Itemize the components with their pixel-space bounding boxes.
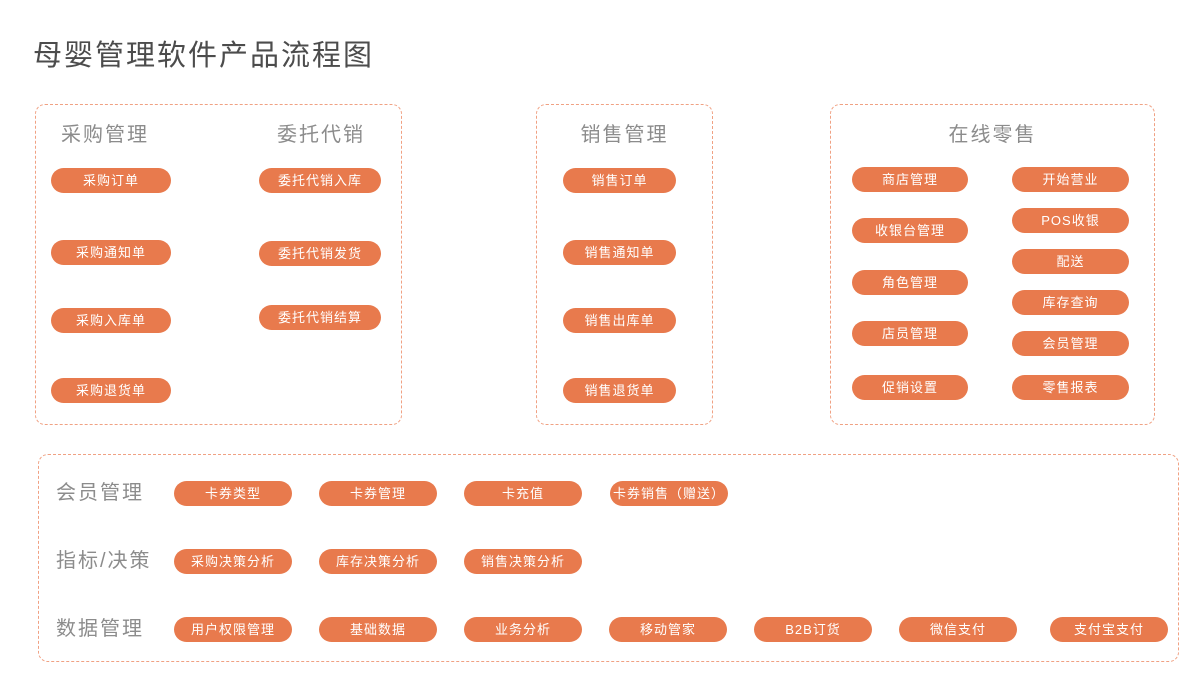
sales-order-node: 销售订单: [563, 168, 676, 193]
inventory-query-node: 库存查询: [1012, 290, 1129, 315]
member-row-label: 会员管理: [56, 482, 144, 504]
card-type-node: 卡券类型: [174, 481, 292, 506]
card-sales-gift-node: 卡券销售（赠送）: [610, 481, 728, 506]
wechat-pay-node: 微信支付: [899, 617, 1017, 642]
pos-cashier-node: POS收银: [1012, 208, 1129, 233]
shop-management-node: 商店管理: [852, 167, 968, 192]
business-analysis-node: 业务分析: [464, 617, 582, 642]
sales-header: 销售管理: [580, 124, 669, 146]
sales-return-node: 销售退货单: [563, 378, 676, 403]
purchase-header: 采购管理: [61, 124, 149, 146]
data-row-label: 数据管理: [56, 618, 144, 640]
purchase-decision-analysis-node: 采购决策分析: [174, 549, 292, 574]
online-retail-group: 在线零售 商店管理 收银台管理 角色管理 店员管理 促销设置 开始营业 POS收…: [830, 104, 1155, 425]
purchase-inbound-node: 采购入库单: [51, 308, 171, 333]
metrics-row-label: 指标/决策: [56, 550, 152, 572]
purchase-notice-node: 采购通知单: [51, 240, 171, 265]
purchase-order-node: 采购订单: [51, 168, 171, 193]
inventory-decision-analysis-node: 库存决策分析: [319, 549, 437, 574]
open-business-node: 开始营业: [1012, 167, 1129, 192]
member-management-node: 会员管理: [1012, 331, 1129, 356]
purchase-consignment-group: 采购管理 委托代销 采购订单 采购通知单 采购入库单 采购退货单 委托代销入库 …: [35, 104, 402, 425]
delivery-node: 配送: [1012, 249, 1129, 274]
sales-decision-analysis-node: 销售决策分析: [464, 549, 582, 574]
platform-group: 会员管理 指标/决策 数据管理 卡券类型 卡券管理 卡充值 卡券销售（赠送） 采…: [38, 454, 1179, 662]
retail-report-node: 零售报表: [1012, 375, 1129, 400]
cashier-desk-management-node: 收银台管理: [852, 218, 968, 243]
mobile-manager-node: 移动管家: [609, 617, 727, 642]
sales-notice-node: 销售通知单: [563, 240, 676, 265]
card-recharge-node: 卡充值: [464, 481, 582, 506]
online-retail-header: 在线零售: [948, 124, 1037, 146]
page-title: 母婴管理软件产品流程图: [33, 40, 375, 72]
consignment-shipping-node: 委托代销发货: [259, 241, 381, 266]
promotion-settings-node: 促销设置: [852, 375, 968, 400]
purchase-return-node: 采购退货单: [51, 378, 171, 403]
consignment-inbound-node: 委托代销入库: [259, 168, 381, 193]
card-management-node: 卡券管理: [319, 481, 437, 506]
clerk-management-node: 店员管理: [852, 321, 968, 346]
user-permission-management-node: 用户权限管理: [174, 617, 292, 642]
role-management-node: 角色管理: [852, 270, 968, 295]
consignment-header: 委托代销: [277, 124, 365, 146]
alipay-pay-node: 支付宝支付: [1050, 617, 1168, 642]
sales-group: 销售管理 销售订单 销售通知单 销售出库单 销售退货单: [536, 104, 713, 425]
sales-outbound-node: 销售出库单: [563, 308, 676, 333]
b2b-ordering-node: B2B订货: [754, 617, 872, 642]
basic-data-node: 基础数据: [319, 617, 437, 642]
consignment-settlement-node: 委托代销结算: [259, 305, 381, 330]
